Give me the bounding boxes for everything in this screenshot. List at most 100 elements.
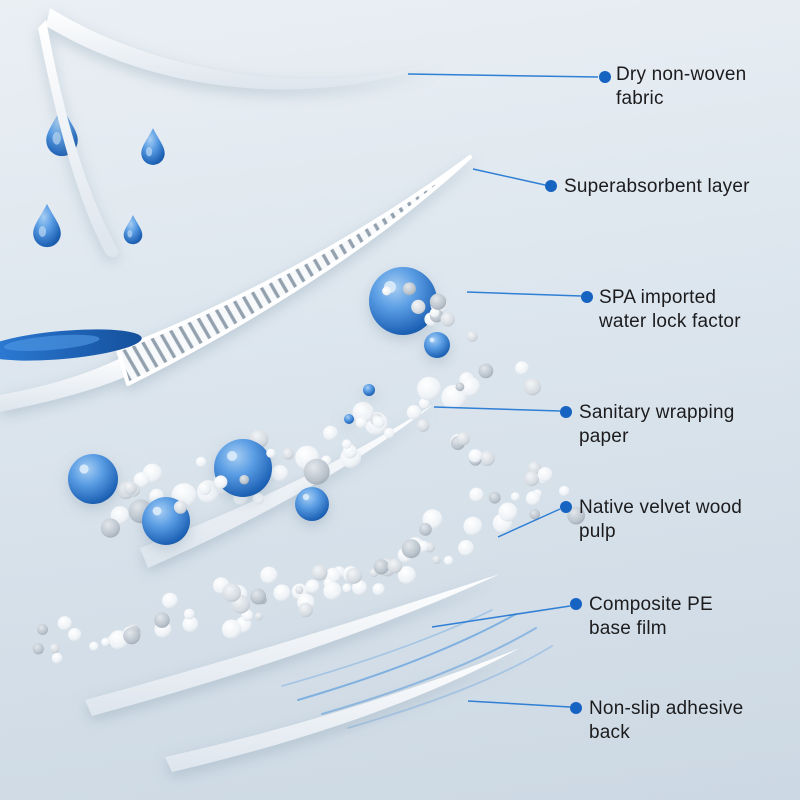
bead [466, 330, 478, 342]
bead [469, 487, 484, 502]
bead [100, 518, 120, 538]
callout-dot [570, 702, 582, 714]
absorbed-liquid-puddle [0, 329, 142, 361]
bead [352, 580, 367, 596]
bead [89, 641, 99, 651]
bead [266, 448, 276, 458]
bead [478, 363, 494, 379]
label-composite-pe-base-film: Composite PE base film [589, 594, 713, 639]
bead [458, 540, 474, 556]
callout-line-non-slip-adhesive-back [467, 700, 571, 708]
water-drop-icon [141, 128, 165, 165]
bead [525, 491, 541, 506]
bead [239, 474, 249, 485]
bead [254, 612, 263, 621]
bead [372, 416, 385, 428]
bead [515, 361, 529, 375]
callout-line-composite-pe-base-film [431, 605, 571, 628]
layer-sanitary-wrapping-paper [140, 404, 434, 568]
bead [417, 376, 441, 401]
bead [406, 405, 422, 420]
label-spa-imported-water-lock-factor: SPA imported water lock factor [599, 287, 741, 332]
bead [402, 282, 416, 296]
callout-line-dry-non-woven-fabric [407, 73, 599, 78]
callout-line-spa-water-lock-factor [466, 291, 582, 297]
label-dry-non-woven-fabric: Dry non-woven fabric [616, 64, 747, 109]
bead [463, 516, 483, 536]
bead [273, 584, 291, 602]
callout-dot [560, 406, 572, 418]
bead [419, 523, 432, 536]
water-drop-icon [123, 215, 143, 245]
bead [456, 432, 470, 446]
bead [37, 624, 48, 635]
bead [479, 450, 495, 466]
bead [352, 401, 374, 423]
label-sanitary-wrapping-paper: Sanitary wrapping paper [579, 402, 735, 447]
bead [432, 555, 441, 564]
small-water-bead [363, 384, 375, 396]
bead [460, 376, 480, 397]
bead [183, 608, 195, 620]
bead [355, 416, 367, 428]
callout-dot [599, 71, 611, 83]
bead [222, 583, 242, 602]
bead [382, 286, 392, 296]
bead [303, 458, 330, 485]
bead [401, 539, 421, 559]
bead [221, 619, 242, 639]
bead [559, 485, 570, 497]
bead [49, 643, 60, 654]
callout-dot [570, 598, 582, 610]
water-drop-icon [33, 203, 61, 248]
layer-composite-pe-base-film [85, 574, 500, 716]
callout-dot [545, 180, 557, 192]
bead [57, 616, 72, 631]
bead [198, 481, 212, 495]
bead [429, 307, 440, 318]
bead [271, 465, 289, 482]
bead [397, 566, 416, 585]
callout-dot [560, 501, 572, 513]
bead [387, 558, 403, 574]
bead [528, 461, 542, 475]
bead [195, 456, 207, 467]
bead [488, 491, 501, 504]
callout-line-superabsorbent-layer [472, 168, 546, 186]
label-non-slip-adhesive-back: Non-slip adhesive back [589, 698, 744, 743]
bead [182, 616, 199, 633]
layer-dry-non-woven-fabric [38, 8, 440, 257]
bead [455, 382, 465, 392]
bead [123, 627, 141, 645]
bead [282, 448, 294, 460]
bead [298, 602, 313, 618]
bead [32, 643, 44, 655]
bead [214, 475, 228, 489]
bead [524, 378, 541, 396]
water-lock-beads-front [123, 282, 529, 514]
bead [260, 566, 278, 584]
bead [373, 559, 389, 575]
bead [68, 628, 82, 642]
bead [342, 439, 352, 449]
bead [498, 502, 518, 522]
bead [295, 586, 304, 594]
bead [411, 299, 426, 314]
bead [323, 425, 338, 441]
bead [311, 564, 328, 581]
callout-line-native-velvet-wood-pulp [497, 508, 561, 538]
bead [162, 592, 178, 609]
bead [250, 588, 267, 605]
bead [429, 293, 447, 310]
bead [345, 567, 362, 584]
bead [372, 583, 385, 596]
bead [524, 471, 540, 487]
callout-line-sanitary-wrapping-paper [433, 406, 561, 412]
bead [252, 493, 264, 505]
bead [342, 583, 352, 593]
wood-pulp-granules [32, 485, 585, 664]
layer-superabsorbent [0, 155, 472, 412]
bead [123, 481, 137, 495]
